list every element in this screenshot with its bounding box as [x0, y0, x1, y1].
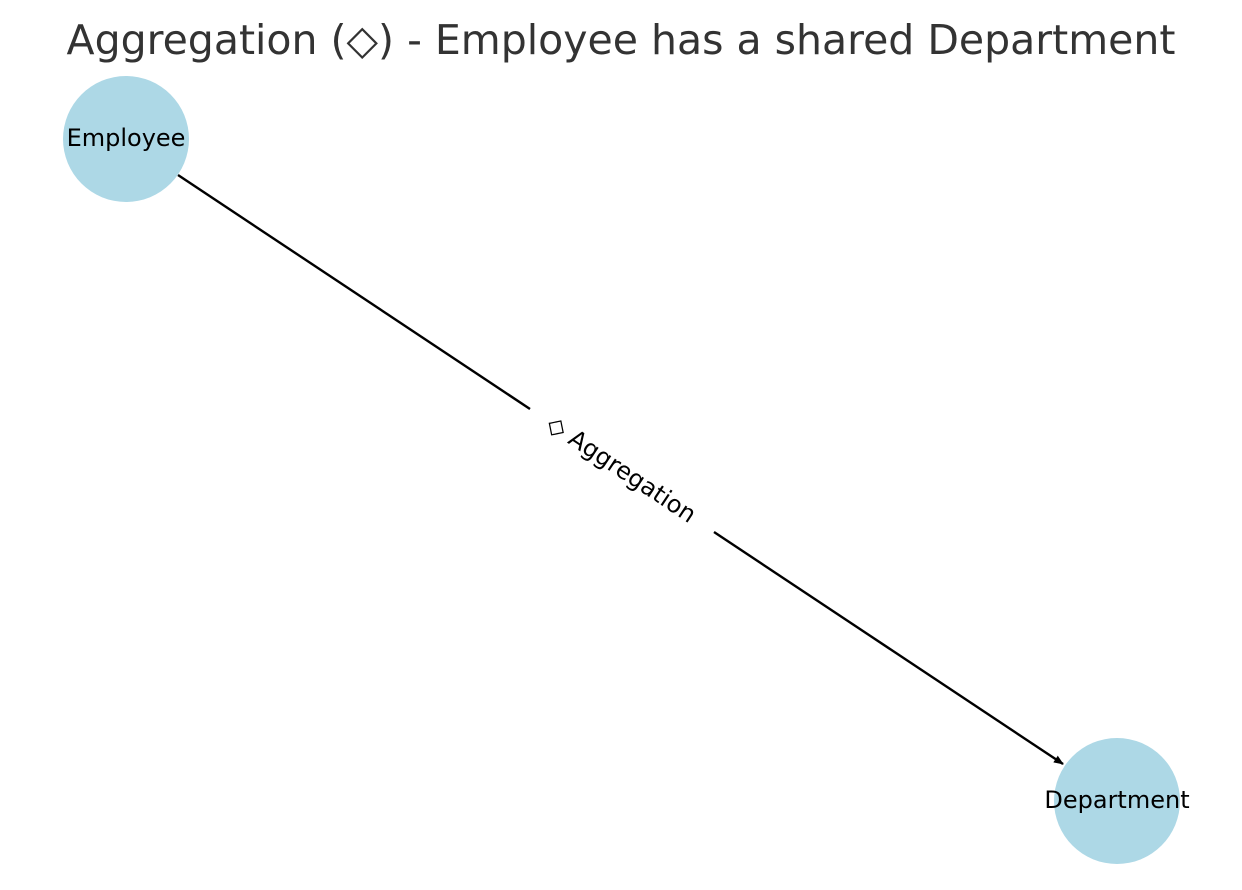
- node-employee[interactable]: Employee: [63, 76, 189, 202]
- diagram-title: Aggregation (◇) - Employee has a shared …: [67, 16, 1176, 64]
- node-department-circle: [1054, 738, 1180, 864]
- node-department-label: Department: [1044, 786, 1189, 814]
- edge-employee-department: ◇ Aggregation: [177, 174, 1064, 765]
- edge-line-segment-upper: [177, 174, 531, 410]
- edge-line-segment-lower: [713, 531, 1064, 765]
- edge-label: ◇ Aggregation: [542, 410, 702, 529]
- node-department[interactable]: Department: [1044, 738, 1190, 864]
- node-employee-label: Employee: [67, 124, 186, 152]
- node-employee-circle: [63, 76, 189, 202]
